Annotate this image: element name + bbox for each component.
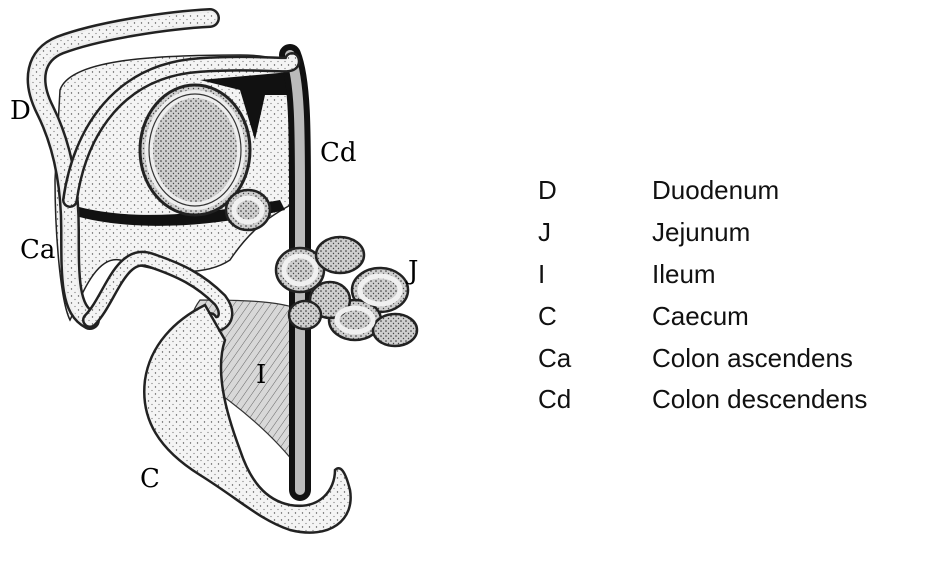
label-D: D (10, 98, 31, 124)
legend-name: Caecum (652, 301, 749, 332)
label-J: J (408, 258, 418, 284)
legend-row: I Ileum (538, 254, 867, 296)
legend-abbr: C (538, 301, 652, 332)
label-Cd: Cd (320, 140, 357, 166)
legend: D Duodenum J Jejunum I Ileum C Caecum Ca… (538, 170, 867, 421)
label-I: I (256, 362, 266, 388)
legend-abbr: I (538, 259, 652, 290)
label-Ca: Ca (20, 237, 55, 263)
label-C: C (140, 466, 160, 492)
legend-name: Colon descendens (652, 384, 867, 415)
legend-name: Ileum (652, 259, 716, 290)
legend-abbr: J (538, 217, 652, 248)
legend-abbr: D (538, 175, 652, 206)
legend-row: Ca Colon ascendens (538, 337, 867, 379)
legend-abbr: Ca (538, 343, 652, 374)
legend-abbr: Cd (538, 384, 652, 415)
legend-name: Jejunum (652, 217, 750, 248)
legend-row: C Caecum (538, 295, 867, 337)
legend-row: J Jejunum (538, 212, 867, 254)
legend-name: Colon ascendens (652, 343, 853, 374)
legend-row: Cd Colon descendens (538, 379, 867, 421)
legend-row: D Duodenum (538, 170, 867, 212)
intestine-illustration (0, 0, 520, 568)
legend-name: Duodenum (652, 175, 779, 206)
